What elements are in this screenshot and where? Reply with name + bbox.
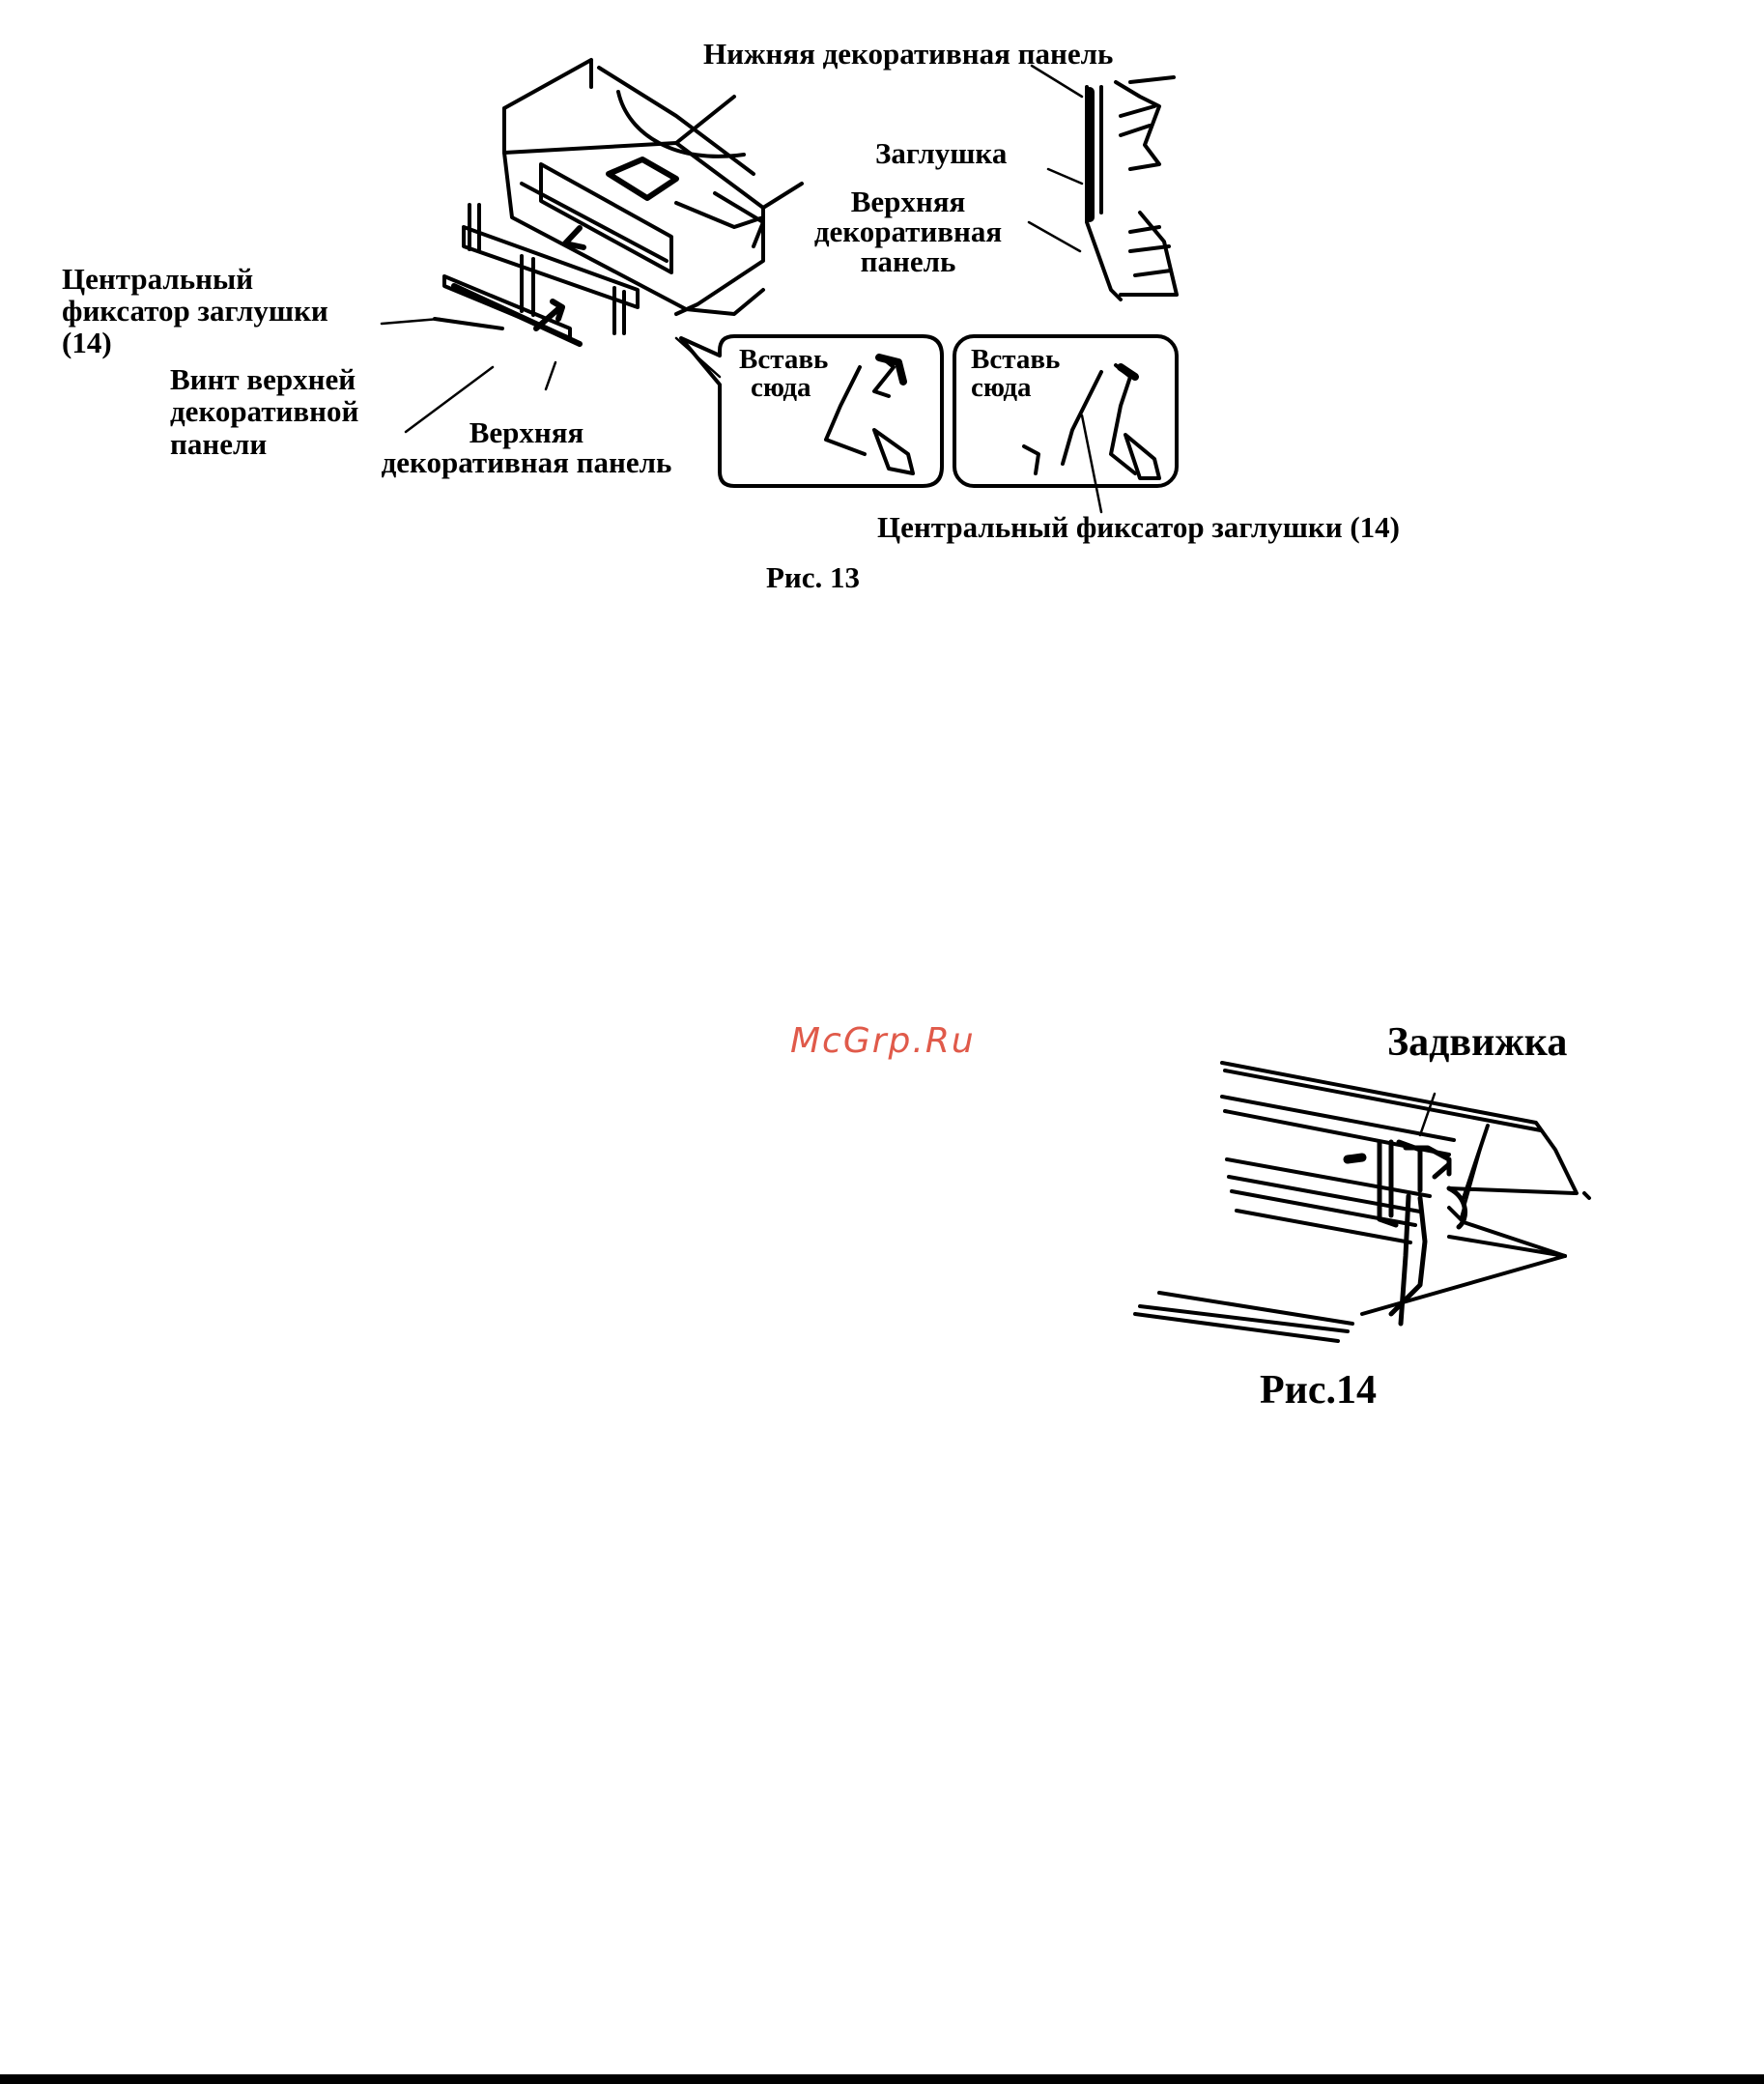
label-plug: Заглушка xyxy=(875,138,1007,168)
label-line: Центральный xyxy=(62,264,328,296)
label-center-plug-latch-left: Центральный фиксатор заглушки (14) xyxy=(62,264,328,359)
label-line: сюда xyxy=(739,374,828,402)
inset-left-detail xyxy=(826,356,913,473)
label-line: Верхняя xyxy=(792,186,1024,216)
label-line: декоративной xyxy=(170,395,358,427)
label-line: панели xyxy=(170,428,358,460)
label-lower-decorative-panel: Нижняя декоративная панель xyxy=(703,39,1113,69)
label-upper-panel-screw: Винт верхней декоративной панели xyxy=(170,363,358,460)
label-line: сюда xyxy=(971,374,1060,402)
label-line: (14) xyxy=(62,328,328,359)
label-line: панель xyxy=(792,246,1024,276)
label-center-plug-latch-bottom: Центральный фиксатор заглушки (14) xyxy=(877,512,1400,542)
page-bottom-border xyxy=(0,2074,1764,2084)
cross-section-detail xyxy=(1087,77,1177,300)
figure-14-drawing xyxy=(0,1043,1764,1372)
upper-decorative-panel-bar xyxy=(435,205,638,344)
label-line: декоративная панель xyxy=(348,447,705,477)
figure-13-caption: Рис. 13 xyxy=(766,562,860,592)
label-upper-decorative-panel-right: Верхняя декоративная панель xyxy=(792,186,1024,276)
label-line: Вставь xyxy=(739,346,828,374)
label-line: Верхняя xyxy=(348,417,705,447)
inset-left-label: Вставь сюда xyxy=(739,346,828,402)
label-upper-decorative-panel-bottom: Верхняя декоративная панель xyxy=(348,417,705,477)
inset-right-label: Вставь сюда xyxy=(971,346,1060,402)
label-line: декоративная xyxy=(792,216,1024,246)
unit-edge-illustration xyxy=(1135,1063,1589,1341)
label-line: фиксатор заглушки xyxy=(62,296,328,328)
label-line: Винт верхней xyxy=(170,363,358,395)
figure-14-caption: Рис.14 xyxy=(1260,1370,1377,1411)
label-line: Вставь xyxy=(971,346,1060,374)
